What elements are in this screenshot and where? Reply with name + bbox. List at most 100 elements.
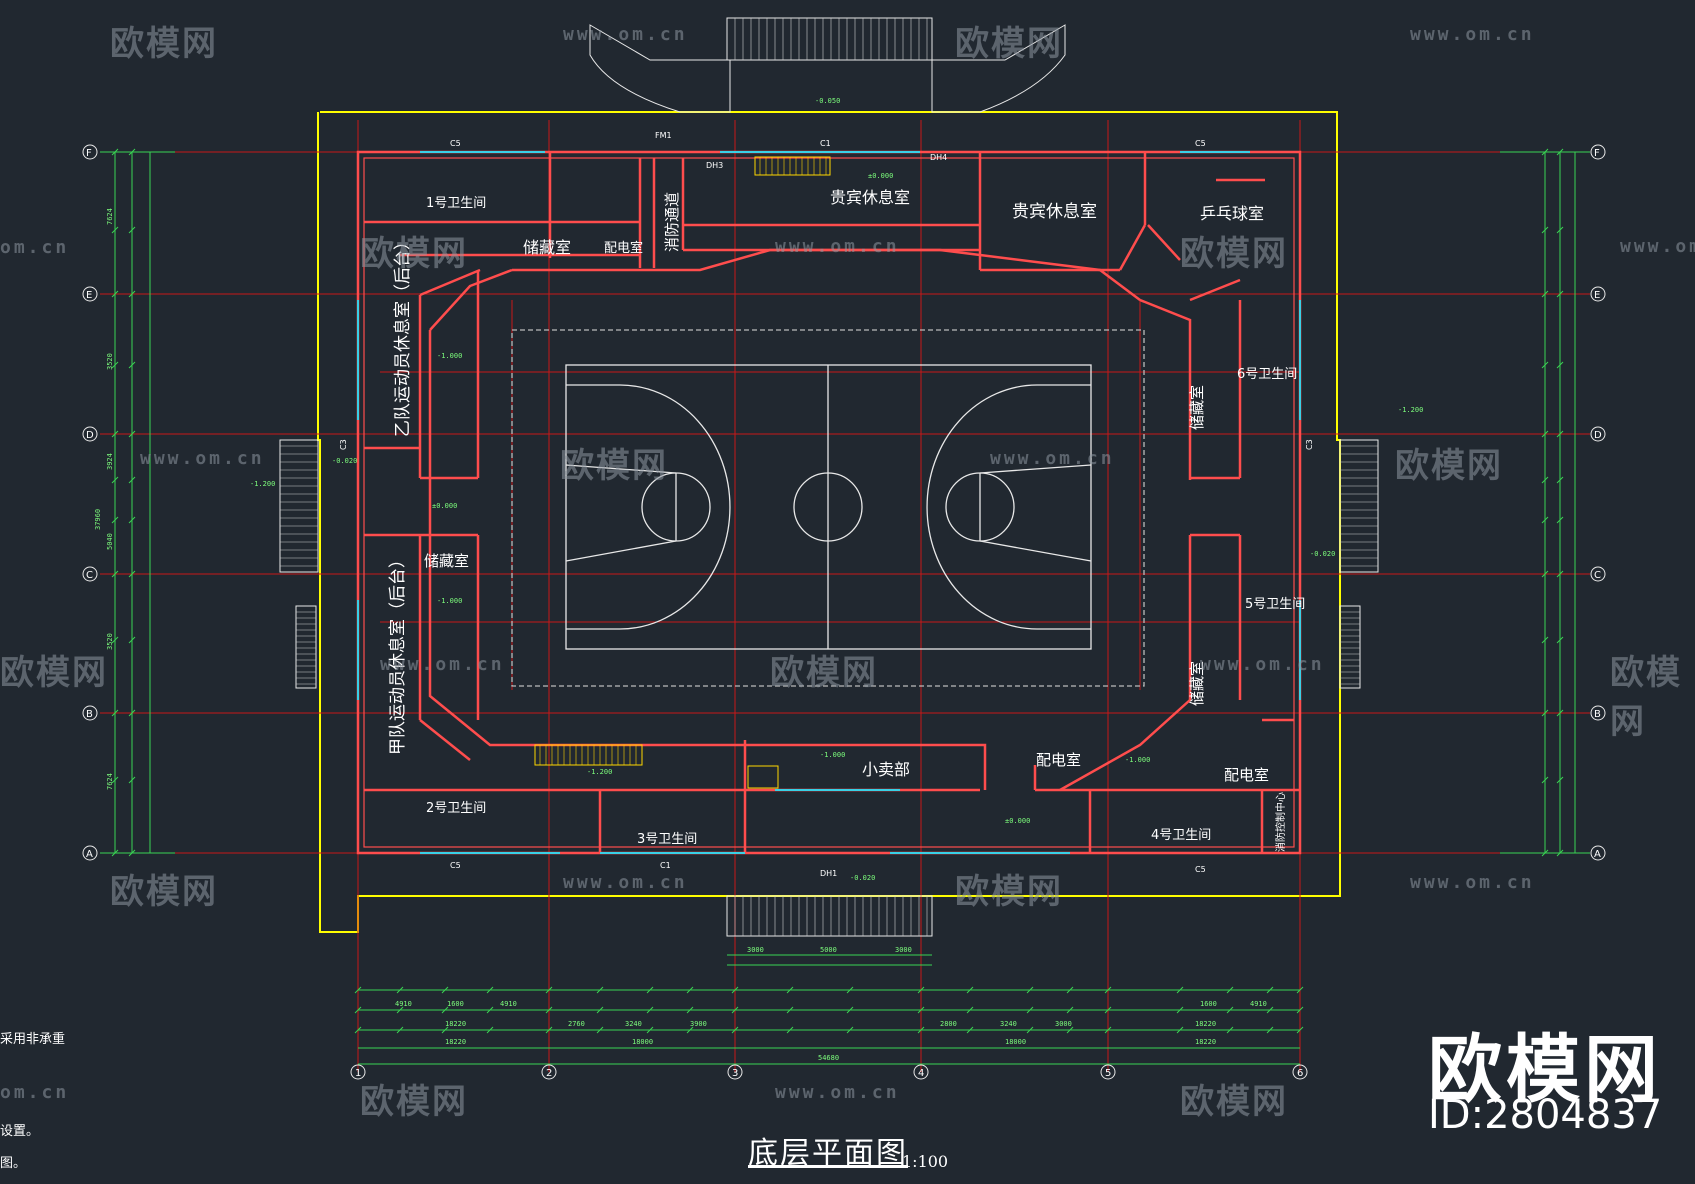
level-13: -1.200 <box>1398 406 1423 414</box>
room-vip2: 贵宾休息室 <box>1012 202 1097 222</box>
dimension-tick <box>1541 361 1549 369</box>
dimension-tick <box>1556 709 1564 717</box>
dim-b3-1: 18000 <box>632 1038 653 1046</box>
dim-top-1: 5000 <box>820 946 837 954</box>
level-0: -0.050 <box>815 97 840 105</box>
axis-bubbles <box>82 144 1606 1080</box>
dimension-tick <box>111 476 119 484</box>
dimension-tick <box>846 1006 854 1014</box>
tag-c1-top: C1 <box>820 139 831 148</box>
dimension-tick <box>966 1006 974 1014</box>
note-line-3: 图。 <box>0 1156 27 1171</box>
dimension-tick <box>128 226 136 234</box>
dimension-tick <box>545 986 553 994</box>
dimension-tick <box>1541 476 1549 484</box>
dimension-tick <box>128 516 136 524</box>
axis-row-b: B <box>86 709 93 720</box>
level-4: -0.020 <box>332 457 357 465</box>
dimension-tick <box>1541 290 1549 298</box>
dimension-tick <box>1066 1006 1074 1014</box>
dimension-tick <box>1556 476 1564 484</box>
dimension-tick <box>111 516 119 524</box>
axis-row-e-right: E <box>1594 290 1600 301</box>
room-team-a: 甲队运动员休息室（后台） <box>388 551 408 755</box>
room-toilet6: 6号卫生间 <box>1237 367 1297 382</box>
inner-stairs <box>534 156 831 789</box>
dimension-tick <box>1556 361 1564 369</box>
dimension-tick <box>1556 570 1564 578</box>
opening-tags: C5 C1 C5 C5 C1 C5 FM1 DH1 DH4 DH3 C3 C3 <box>339 131 1314 878</box>
dimension-tick <box>646 986 654 994</box>
dimension-tick <box>111 226 119 234</box>
dimension-tick <box>1296 1026 1304 1034</box>
dim-b2-0: 18220 <box>445 1020 466 1028</box>
dimension-tick <box>1176 1026 1184 1034</box>
drawing-title: 底层平面图 <box>748 1136 908 1171</box>
brand-id: ID:2804837 <box>1428 1092 1663 1138</box>
room-power-bottom1: 配电室 <box>1036 751 1081 769</box>
dimension-tick <box>441 986 449 994</box>
dimension-tick <box>1556 290 1564 298</box>
level-8: -0.020 <box>850 874 875 882</box>
dimension-tick <box>1066 1026 1074 1034</box>
dim-b2-3: 3900 <box>690 1020 707 1028</box>
dimension-tick <box>1026 1006 1034 1014</box>
dim-b2-4: 2800 <box>940 1020 957 1028</box>
level-6: -1.000 <box>437 597 462 605</box>
dimension-tick <box>786 1006 794 1014</box>
dimension-tick <box>1541 148 1549 156</box>
dimension-tick <box>354 986 362 994</box>
dimension-tick <box>966 986 974 994</box>
dimension-tick <box>1266 1026 1274 1034</box>
dimension-tick <box>128 570 136 578</box>
tag-fm1: FM1 <box>655 131 672 140</box>
dimension-tick <box>111 290 119 298</box>
stair-treads <box>280 18 1378 936</box>
brand-name: 欧模网 <box>1428 1027 1662 1113</box>
dimension-tick <box>731 1006 739 1014</box>
inner-stair-treads <box>539 157 827 765</box>
dimension-tick <box>1541 226 1549 234</box>
dimension-tick <box>128 709 136 717</box>
dimension-tick <box>111 570 119 578</box>
dimension-tick <box>917 1026 925 1034</box>
dimension-tick <box>596 1006 604 1014</box>
dimension-tick <box>1556 776 1564 784</box>
dimension-tick <box>1541 516 1549 524</box>
dim-left-total: 37960 <box>94 509 102 530</box>
dim-b3-0: 18220 <box>445 1038 466 1046</box>
dimension-tick <box>646 1026 654 1034</box>
room-table-tennis: 乒乓球室 <box>1200 204 1264 223</box>
dimension-tick <box>731 986 739 994</box>
tag-c3-left: C3 <box>339 439 348 450</box>
dimension-tick <box>966 1026 974 1034</box>
dimension-text: 4910 1600 4910 1600 4910 18220 2760 3240… <box>94 208 1267 1062</box>
dimension-tick <box>1176 986 1184 994</box>
dimension-tick <box>846 1026 854 1034</box>
dimension-tick <box>1176 1006 1184 1014</box>
room-toilet3: 3号卫生间 <box>637 832 697 847</box>
dimension-tick <box>545 1026 553 1034</box>
dimension-tick <box>1296 1006 1304 1014</box>
dimension-tick <box>354 1026 362 1034</box>
tag-dh4: DH4 <box>930 153 947 162</box>
dimension-tick <box>128 849 136 857</box>
dimension-tick <box>686 986 694 994</box>
dimension-tick <box>686 1006 694 1014</box>
axis-grid <box>100 120 1590 1072</box>
room-labels: 1号卫生间 2号卫生间 3号卫生间 4号卫生间 5号卫生间 6号卫生间 储藏室 … <box>388 188 1305 852</box>
level-marks: -0.050 ±0.000 -1.200 -1.000 -0.020 ±0.00… <box>250 97 1423 882</box>
dim-b3-2: 18000 <box>1005 1038 1026 1046</box>
room-toilet4: 4号卫生间 <box>1151 828 1211 843</box>
dim-left-1: 3520 <box>106 353 114 370</box>
axis-row-a: A <box>86 849 93 860</box>
dimension-tick <box>486 986 494 994</box>
tag-c5-topr: C5 <box>1195 139 1206 148</box>
dimension-tick <box>111 849 119 857</box>
dimension-tick <box>111 430 119 438</box>
dimension-tick <box>1226 1026 1234 1034</box>
axis-row-f-right: F <box>1594 148 1600 159</box>
level-11: ±0.000 <box>1005 817 1030 825</box>
dimension-tick <box>128 636 136 644</box>
